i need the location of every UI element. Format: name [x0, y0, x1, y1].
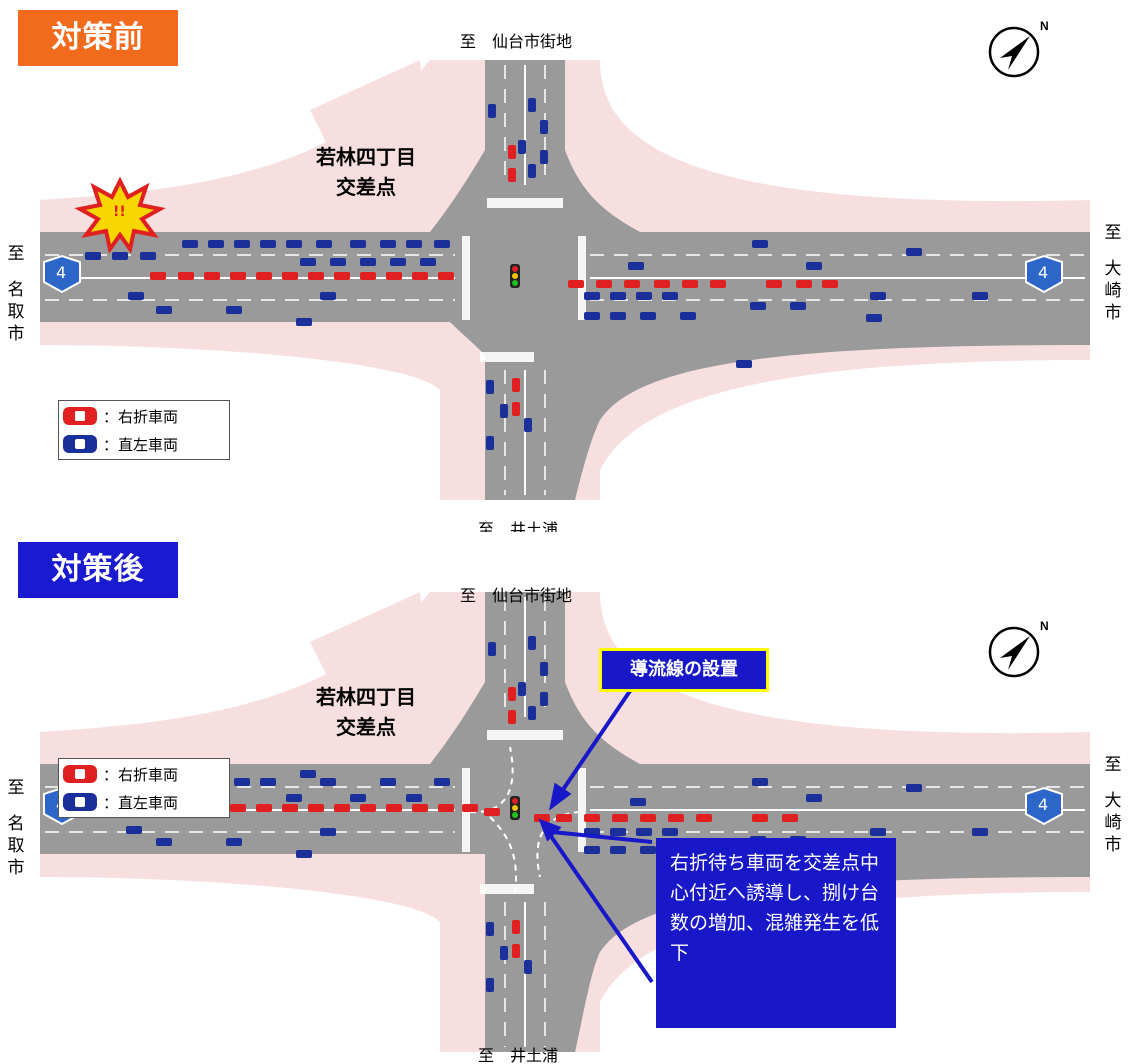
route-number-east: 4: [1038, 795, 1049, 814]
legend-right-turn: ：右折車両: [59, 761, 229, 787]
dest-south-label: 至 井土浦: [478, 1046, 559, 1064]
dest-west-label: 至 名取市: [7, 778, 25, 878]
legend-straight-left: ：直左車両: [59, 431, 229, 457]
dest-south-label: 至 井土浦: [478, 520, 559, 532]
intersection-map-before: N: [40, 19, 1090, 500]
junction-name: 若林四丁目交差点: [316, 685, 416, 739]
guide-line-callout: 導流線の設置: [599, 648, 769, 692]
dest-east-label: 至 大崎市: [1104, 755, 1122, 855]
callout-arrows: [538, 686, 654, 984]
traffic-signal-icon: [510, 264, 520, 288]
traffic-signal-icon: [510, 796, 520, 820]
dest-east-label: 至 大崎市: [1104, 223, 1122, 323]
svg-text:N: N: [1040, 19, 1049, 33]
before-label: 対策前: [18, 10, 178, 66]
dest-north-label: 至 仙台市街地: [460, 586, 573, 605]
compass-icon: N: [988, 19, 1049, 78]
panel-before: N: [7, 10, 1122, 532]
route-shield-icon: [43, 254, 1063, 294]
warning-burst-icon: [74, 176, 166, 254]
legend-right-turn: ：右折車両: [59, 403, 229, 429]
vehicle-group: [150, 145, 838, 416]
dest-north-label: 至 仙台市街地: [460, 32, 573, 51]
compass-icon: N: [988, 619, 1049, 678]
legend-after: ：右折車両 ：直左車両: [58, 758, 230, 818]
route-number-west: 4: [56, 263, 67, 282]
route-number-east: 4: [1038, 263, 1049, 282]
junction-name: 若林四丁目交差点: [316, 145, 416, 199]
guide-lines: [469, 746, 581, 893]
legend: ：右折車両 ：直左車両: [58, 400, 230, 460]
svg-text:N: N: [1040, 619, 1049, 633]
after-label: 対策後: [18, 542, 178, 598]
legend-straight-left: ：直左車両: [59, 789, 229, 815]
warning-text: !!: [113, 204, 126, 220]
dest-west-label: 至 名取市: [7, 244, 25, 344]
effect-callout: 右折待ち車両を交差点中心付近へ誘導し、捌け台数の増加、混雑発生を低下: [656, 838, 896, 1028]
